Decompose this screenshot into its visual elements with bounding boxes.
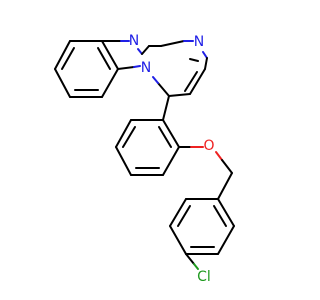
bond	[160, 40, 185, 47]
bond	[101, 68, 119, 98]
bond	[221, 159, 233, 174]
bond	[137, 48, 143, 55]
structure-svg: N N N O Cl	[54, 33, 235, 285]
double-bond	[61, 47, 75, 70]
bond	[54, 40, 71, 70]
bond	[189, 68, 206, 95]
bond	[133, 65, 141, 68]
bond	[115, 146, 132, 176]
molecule-diagram: N N N O Cl	[54, 33, 235, 285]
bond	[117, 66, 135, 70]
atom-n-bridge: N	[141, 60, 151, 76]
phenyl-ring	[115, 119, 180, 176]
bond	[217, 172, 233, 200]
double-bond	[158, 126, 172, 148]
bond	[215, 151, 223, 161]
bond	[169, 198, 187, 227]
double-bond	[122, 126, 136, 148]
bond	[193, 263, 199, 270]
bond	[217, 198, 235, 227]
double-bond	[184, 71, 198, 92]
bond	[54, 68, 71, 98]
bond	[162, 95, 170, 121]
bond	[141, 45, 150, 55]
atom-chlorine: Cl	[197, 269, 211, 285]
chlorophenyl-ring	[169, 198, 235, 255]
imidazole-ring	[101, 40, 162, 70]
bond	[162, 119, 180, 148]
double-bond	[97, 47, 111, 70]
bond	[217, 225, 235, 255]
bond	[115, 119, 132, 148]
bond	[168, 93, 191, 97]
atom-oxygen: O	[203, 138, 214, 154]
bond	[152, 76, 159, 84]
bond	[162, 146, 180, 176]
atom-n-left: N	[129, 33, 139, 49]
double-bond	[177, 205, 191, 227]
double-bond	[213, 205, 227, 227]
bond	[169, 225, 187, 255]
bond	[157, 82, 170, 97]
bond	[204, 57, 208, 70]
pyrimidine-ring	[152, 40, 208, 97]
bond	[101, 40, 119, 70]
bond	[185, 253, 195, 265]
benzo-ring	[54, 40, 119, 98]
atom-n-right: N	[194, 34, 204, 50]
double-bond	[189, 58, 199, 62]
bond	[202, 51, 208, 59]
